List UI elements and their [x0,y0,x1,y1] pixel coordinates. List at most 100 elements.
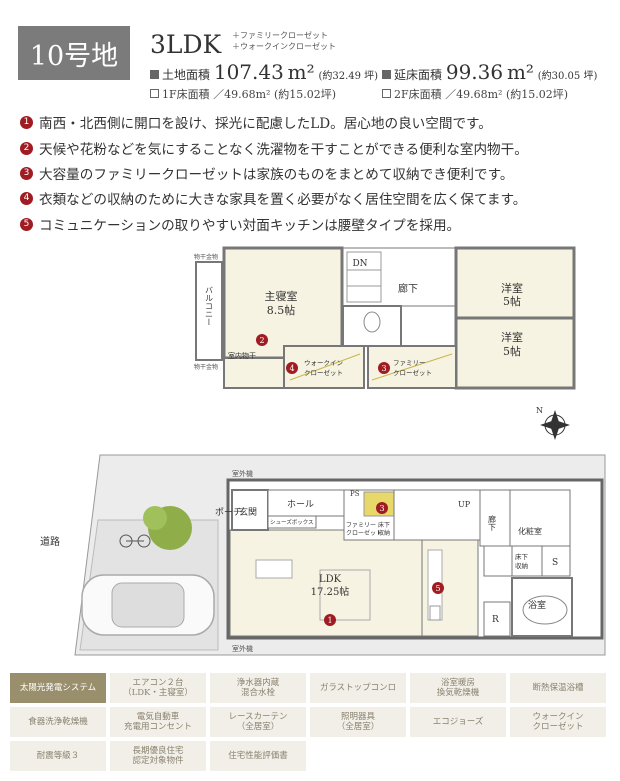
marker-3 [376,502,388,514]
washroom [509,489,571,547]
balcony [195,261,223,361]
bicycle-icon [119,534,151,548]
dining-table-icon [319,569,371,621]
underfloor-storage [511,545,543,577]
equipment-item: レースカーテン （全居室） [210,707,306,737]
marker-2 [256,334,268,346]
refrigerator-label: R [492,615,499,625]
underfloor-label-1: 床下 [378,521,390,529]
land-area-value: 107.43 [213,60,284,84]
corridor-label: 廊下 [488,514,497,532]
underfloor2-label-1: 床下 [515,552,529,561]
equipment-item: ウォークイン クローゼット [510,707,606,737]
equipment-item: 浴室暖房 換気乾燥機 [410,673,506,703]
porch-label: ポーチ [215,507,242,518]
indoor-dry-area [223,357,285,389]
stairs-1f [393,489,481,541]
wic-label-1: ウォークイン [304,359,343,367]
feature-number: 1 [20,115,33,129]
marker-4 [286,362,298,374]
shoebox [267,515,317,529]
bathroom-label: 浴室 [528,599,546,611]
underfloor-label-2: 収納 [378,529,390,537]
first-floor-area-text: 1F床面積 ／49.68m² (約15.02坪) [162,88,337,101]
shoebox-label: シューズボックス [270,518,314,526]
washroom-label: 化粧室 [518,526,542,536]
marker-5 [432,582,444,594]
feature-item: 2 天候や花粉などを気にすることなく洗濯物を干すことができる便利な室内物干。 [20,138,528,158]
equipment-item: エアコン２台 （LDK・主寝室） [110,673,206,703]
car-icon [81,574,215,636]
floor-area-value: 99.36 [445,60,504,84]
equipment-item: 電気自動車 充電用コンセント [110,707,206,737]
toilet-icon [363,311,381,333]
first-floor-plan: 道路 ポーチ 玄関 ホール シューズボックス PS UP 廊下 ファミリー クロ… [40,454,606,656]
marker-3-label: 3 [381,364,386,373]
stairs-up-label: UP [458,500,471,509]
marker-1 [324,614,336,626]
bathtub-icon [522,595,568,625]
family-closet-1f-label-1: ファミリー [346,522,376,529]
storage-s-label: S [552,558,558,568]
feature-number: 3 [20,166,33,180]
second-floor-area-text: 2F床面積 ／49.68m² (約15.02坪) [394,88,569,101]
western-room-2-size: 5帖 [503,345,521,358]
closet-note: ＋ウォークインクローゼット [232,42,336,51]
feature-text: 天候や花粉などを気にすることなく洗濯物を干すことができる便利な室内物干。 [39,142,528,158]
second-floor-marker [382,89,391,98]
feature-number: 2 [20,141,33,155]
ps-label: PS [350,490,360,498]
tree-icon [143,506,192,550]
land-area-tsubo: (約32.49 坪) [318,71,379,82]
western-room-1-label: 洋室 [501,281,523,295]
western-room-1-size: 5帖 [503,295,521,308]
storage-s [541,545,571,577]
floor-area-unit: m² [506,60,534,84]
floor-area-marker [382,70,391,79]
marker-1-label: 1 [327,616,332,625]
compass-icon: N [536,406,570,440]
corridor-1f [479,489,511,547]
marker-5-label: 5 [435,584,440,593]
family-closet-1f-label-2: クローゼット [346,529,382,537]
equipment-item: 長期優良住宅 認定対象物件 [110,741,206,771]
land-area-marker [150,70,159,79]
first-floor-area: 1F床面積 ／49.68m² (約15.02坪) [150,86,336,102]
feature-text: コミュニケーションの取りやすい対面キッチンは腰壁タイプを採用。 [39,218,461,234]
equipment-item: 耐震等級３ [10,741,106,771]
entrance-label: 玄関 [239,506,257,518]
wic-label-2: クローゼット [304,368,343,377]
outdoor-unit-label: 室外機 [232,644,253,653]
second-floor-rooms [195,246,576,390]
ldk-size: 17.25帖 [311,585,350,598]
floor-area-tsubo: (約30.05 坪) [537,71,598,82]
ldk-label: LDK [319,574,342,585]
road-label: 道路 [40,535,60,548]
land-area-unit: m² [287,60,315,84]
family-closet-label-1: ファミリー [393,359,426,367]
hall-label: ホール [287,499,314,510]
closet-notes: ＋ファミリークローゼット ＋ウォークインクローゼット [232,30,336,52]
layout-type: 3LDK [150,30,222,59]
master-bedroom [222,246,344,360]
feature-number: 5 [20,217,33,231]
master-bedroom-size: 8.5帖 [267,304,296,317]
lot-number-badge: 10号地 [18,26,130,80]
marker-2-label: 2 [259,336,264,345]
sofa-icon [255,559,293,579]
equipment-item: 食器洗浄乾燥機 [10,707,106,737]
western-room-1 [454,246,576,320]
balcony-label: バルコニー [205,286,214,326]
western-room-2-label: 洋室 [501,330,523,344]
feature-item: 5 コミュニケーションの取りやすい対面キッチンは腰壁タイプを採用。 [20,214,460,234]
stairs-2f [346,251,382,303]
hall-room [267,489,345,517]
underfloor2-label-2: 収納 [515,561,528,570]
stove-icon [429,605,441,621]
hall-2f-label: 廊下 [398,282,418,295]
equipment-grid: 太陽光発電システム エアコン２台 （LDK・主寝室） 浄水器内蔵 混合水栓 ガラ… [10,673,610,771]
refrigerator-space [483,601,511,637]
